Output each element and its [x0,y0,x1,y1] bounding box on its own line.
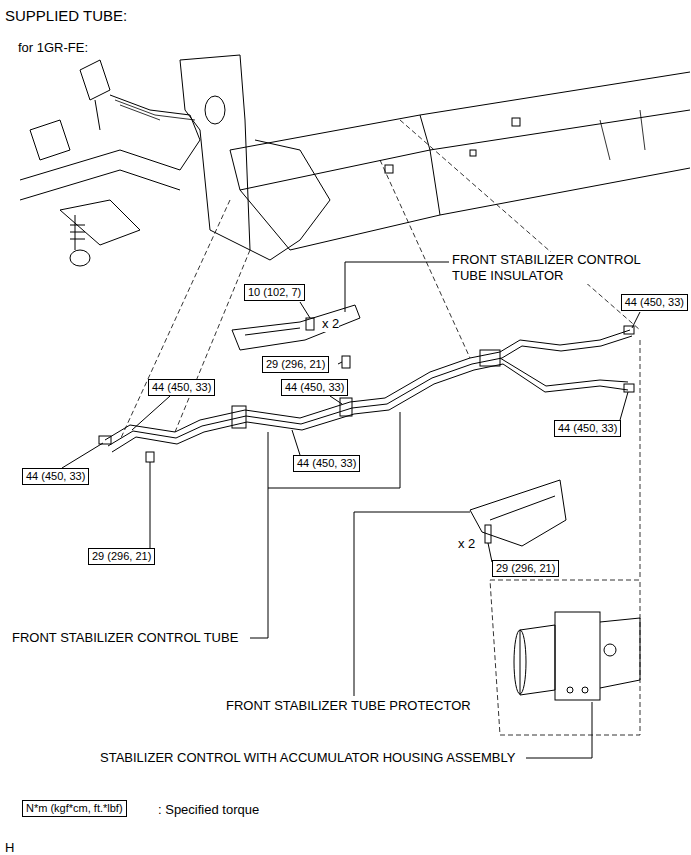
part-label: x 2 [458,536,475,552]
legend-torque-box: N*m (kgf*cm, ft.*lbf) [22,800,127,817]
part-label: H [5,840,14,855]
torque-box: 44 (450, 33) [22,468,89,485]
torque-value: 10 (102, 7) [248,286,301,298]
part-label: x 2 [322,316,339,332]
torque-value: 44 (450, 33) [26,470,85,482]
part-label: STABILIZER CONTROL WITH ACCUMULATOR HOUS… [100,750,515,766]
torque-value: 44 (450, 33) [558,422,617,434]
torque-box: 44 (450, 33) [621,294,688,311]
torque-box: 44 (450, 33) [148,379,215,396]
part-label: for 1GR-FE: [18,40,88,56]
torque-box: 44 (450, 33) [281,379,348,396]
torque-value: 44 (450, 33) [285,381,344,393]
torque-box: 29 (296, 21) [492,560,559,577]
torque-box: 44 (450, 33) [554,420,621,437]
torque-box: 44 (450, 33) [293,455,360,472]
torque-value: 29 (296, 21) [496,562,555,574]
part-label: FRONT STABILIZER TUBE PROTECTOR [226,698,471,714]
diagram-title: SUPPLIED TUBE: [5,7,127,25]
torque-value: 29 (296, 21) [266,358,325,370]
legend-text: : Specified torque [158,802,259,818]
part-label: FRONT STABILIZER CONTROL TUBE [12,630,238,646]
torque-value: 44 (450, 33) [152,381,211,393]
torque-value: 29 (296, 21) [92,550,151,562]
torque-box: 10 (102, 7) [244,284,305,301]
torque-value: 44 (450, 33) [297,457,356,469]
torque-box: 29 (296, 21) [262,356,329,373]
part-label: FRONT STABILIZER CONTROL TUBE INSULATOR [452,252,667,284]
torque-value: 44 (450, 33) [625,296,684,308]
torque-value: N*m (kgf*cm, ft.*lbf) [26,802,123,814]
torque-box: 29 (296, 21) [88,548,155,565]
